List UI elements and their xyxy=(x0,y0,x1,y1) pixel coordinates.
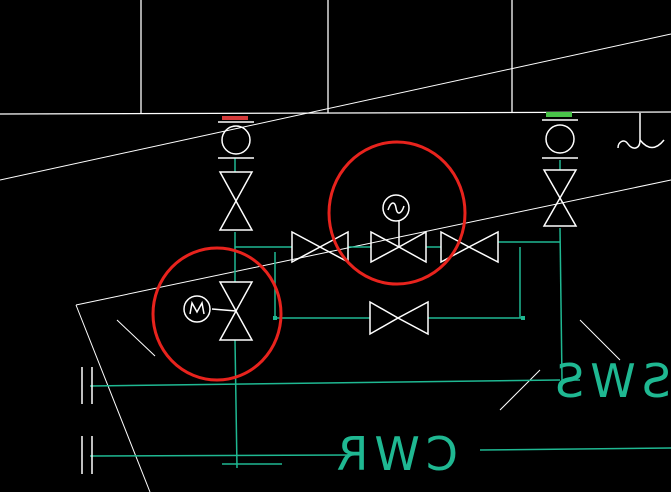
gate-valve-vertical-left xyxy=(218,171,254,231)
motor-operated-valve xyxy=(211,281,254,341)
pipe-junction-dots xyxy=(273,316,525,320)
cwr-label: CWR xyxy=(330,427,458,481)
flange-left xyxy=(218,116,254,159)
highlight-markers xyxy=(151,140,467,382)
gate-valve-vertical-right xyxy=(542,169,578,227)
bypass-valve xyxy=(369,300,429,336)
label-sws-group: SWS xyxy=(549,354,671,408)
partial-symbol-top-right xyxy=(617,113,665,149)
label-cwr-group: CWR xyxy=(330,427,458,481)
control-valve-horizontal xyxy=(370,221,427,264)
gate-valve-horizontal-3 xyxy=(440,230,499,264)
actuator-icon xyxy=(382,194,410,222)
motor-actuator-icon xyxy=(183,295,211,323)
highlight-circle-control-valve xyxy=(327,140,467,286)
pipe-lines xyxy=(89,158,671,469)
gate-valve-horizontal-1 xyxy=(291,230,349,264)
pipe-end-caps xyxy=(81,367,93,474)
flange-right xyxy=(542,112,578,159)
sws-label: SWS xyxy=(549,354,671,408)
highlight-circle-motor-valve xyxy=(151,246,283,382)
